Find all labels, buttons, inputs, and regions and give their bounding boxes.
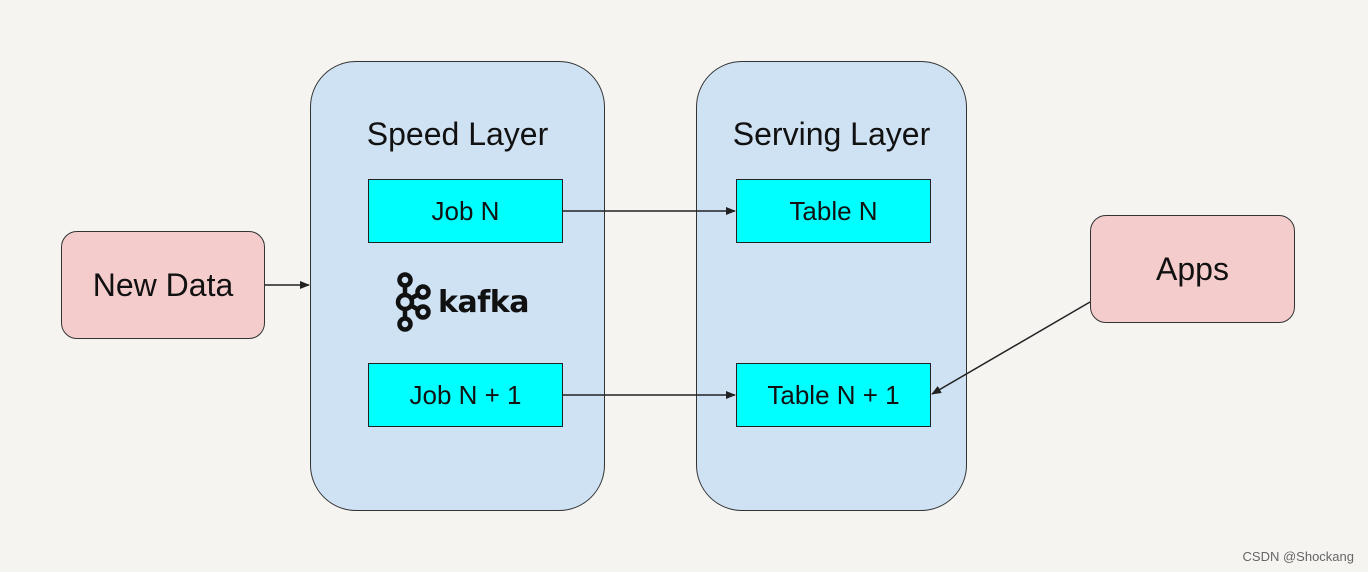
new-data-label: New Data	[92, 266, 234, 303]
kafka-logo: kafka	[392, 272, 529, 332]
table-n-box: Table N	[736, 179, 931, 243]
table-n-plus-1-label: Table N + 1	[767, 379, 900, 410]
speed-layer: Speed Layer	[310, 61, 605, 511]
apps-node: Apps	[1090, 215, 1295, 323]
table-n-plus-1-box: Table N + 1	[736, 363, 931, 427]
job-n-plus-1-label: Job N + 1	[409, 379, 522, 410]
speed-layer-title: Speed Layer	[366, 116, 549, 152]
job-n-label: Job N	[431, 195, 500, 226]
job-n-plus-1-box: Job N + 1	[368, 363, 563, 427]
apps-label: Apps	[1156, 250, 1229, 287]
kafka-icon	[395, 272, 431, 332]
watermark: CSDN @Shockang	[1242, 549, 1354, 564]
new-data-node: New Data	[61, 231, 265, 339]
serving-layer: Serving Layer	[696, 61, 967, 511]
serving-layer-title: Serving Layer	[732, 116, 931, 152]
table-n-label: Table N	[789, 195, 878, 226]
kafka-logo-text: kafka	[438, 284, 529, 320]
arrow-apps-to-table-n-plus-1	[931, 301, 1091, 395]
job-n-box: Job N	[368, 179, 563, 243]
